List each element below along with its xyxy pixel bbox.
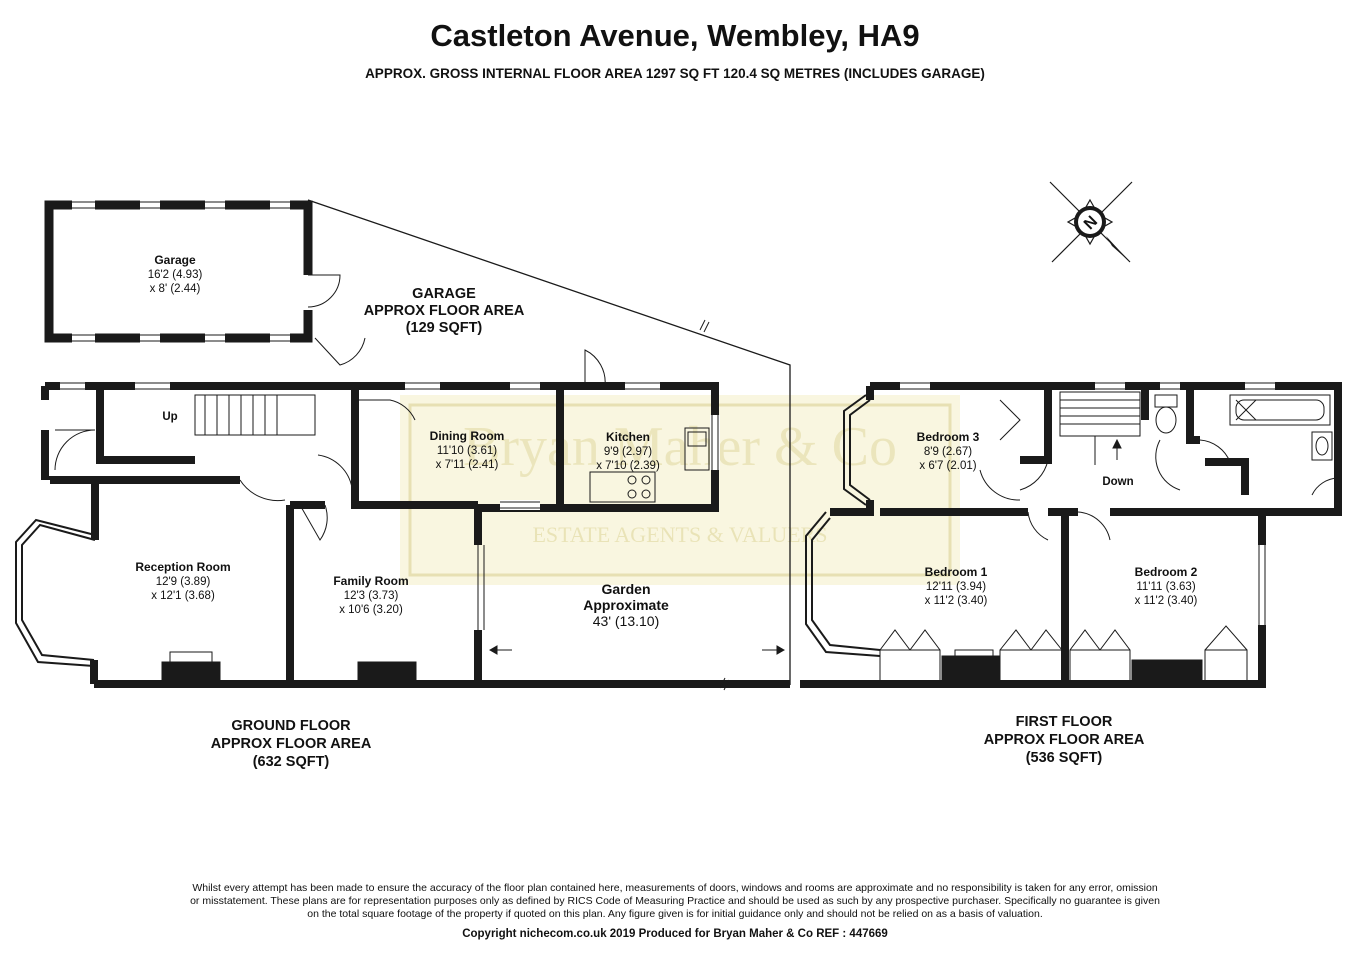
ground-area-line-2: APPROX FLOOR AREA xyxy=(211,736,372,752)
ground-area-line-1: GROUND FLOOR xyxy=(231,718,351,734)
garden-name: Garden xyxy=(601,581,650,597)
bedroom-2-dim-1: 11'11 (3.63) xyxy=(1136,581,1195,593)
copyright-text: Copyright nichecom.co.uk 2019 Produced f… xyxy=(462,928,888,940)
watermark-name: Bryan Maher & Co xyxy=(463,416,897,478)
ground-area-line-3: (632 SQFT) xyxy=(253,754,330,770)
garage-walls xyxy=(44,199,366,366)
first-details xyxy=(879,382,1339,685)
family-room-name: Family Room xyxy=(333,574,408,588)
first-floor-labels: Down Bedroom 3 8'9 (2.67) x 6'7 (2.01) B… xyxy=(917,430,1198,766)
bedroom-3-dim-1: 8'9 (2.67) xyxy=(924,446,972,458)
family-room-dim-2: x 10'6 (3.20) xyxy=(339,604,403,616)
compass-icon: N xyxy=(1049,181,1133,263)
garden-dim-1: Approximate xyxy=(583,597,669,613)
plan-title: Castleton Avenue, Wembley, HA9 xyxy=(430,18,920,53)
garage-room-dim-2: x 8' (2.44) xyxy=(150,283,201,295)
kitchen-name: Kitchen xyxy=(606,430,650,444)
disclaimer-text: Whilst every attempt has been made to en… xyxy=(190,882,1160,920)
bedroom-3-dim-2: x 6'7 (2.01) xyxy=(919,460,976,472)
ground-windows xyxy=(40,381,720,515)
bedroom-2-name: Bedroom 2 xyxy=(1135,565,1198,579)
reception-room-name: Reception Room xyxy=(135,560,230,574)
reception-room-dim-2: x 12'1 (3.68) xyxy=(151,590,215,602)
garage-room-dim-1: 16'2 (4.93) xyxy=(148,269,203,281)
kitchen-dim-2: x 7'10 (2.39) xyxy=(596,460,660,472)
garage-area-line-1: GARAGE xyxy=(412,286,476,302)
first-floor-bay-windows xyxy=(805,394,881,657)
bedroom-1-name: Bedroom 1 xyxy=(925,565,988,579)
plan-subtitle: APPROX. GROSS INTERNAL FLOOR AREA 1297 S… xyxy=(365,66,985,81)
reception-bay-window xyxy=(15,518,96,667)
bedroom-1-dim-1: 12'11 (3.94) xyxy=(926,581,986,593)
reception-room-dim-1: 12'9 (3.89) xyxy=(156,576,211,588)
dining-room-dim-2: x 7'11 (2.41) xyxy=(436,459,499,471)
garden-dim-2: 43' (13.10) xyxy=(593,613,660,629)
first-area-line-2: APPROX FLOOR AREA xyxy=(984,732,1145,748)
bedroom-1-dim-2: x 11'2 (3.40) xyxy=(925,595,988,607)
ground-stairs-label: Up xyxy=(162,411,177,423)
watermark: Bryan Maher & Co ESTATE AGENTS & VALUERS xyxy=(400,395,960,585)
dining-room-dim-1: 11'10 (3.61) xyxy=(437,445,497,457)
first-stairs-label: Down xyxy=(1102,476,1133,488)
garage-boundary xyxy=(307,199,791,685)
garage-area-line-3: (129 SQFT) xyxy=(406,320,483,336)
bedroom-2-dim-2: x 11'2 (3.40) xyxy=(1135,595,1198,607)
dining-room-name: Dining Room xyxy=(430,429,505,443)
garage-area-line-2: APPROX FLOOR AREA xyxy=(364,303,525,319)
ground-details xyxy=(54,319,786,691)
first-area-line-1: FIRST FLOOR xyxy=(1016,714,1113,730)
first-windows xyxy=(900,381,1275,625)
kitchen-dim-1: 9'9 (2.97) xyxy=(604,446,652,458)
bedroom-3-name: Bedroom 3 xyxy=(917,430,980,444)
watermark-tagline: ESTATE AGENTS & VALUERS xyxy=(532,522,827,547)
first-area-line-3: (536 SQFT) xyxy=(1026,750,1103,766)
garage-labels: Garage 16'2 (4.93) x 8' (2.44) GARAGE AP… xyxy=(148,253,525,336)
garage-room-name: Garage xyxy=(154,253,196,267)
ground-floor-labels: Up Dining Room 11'10 (3.61) x 7'11 (2.41… xyxy=(135,411,669,770)
family-room-dim-1: 12'3 (3.73) xyxy=(344,590,399,602)
